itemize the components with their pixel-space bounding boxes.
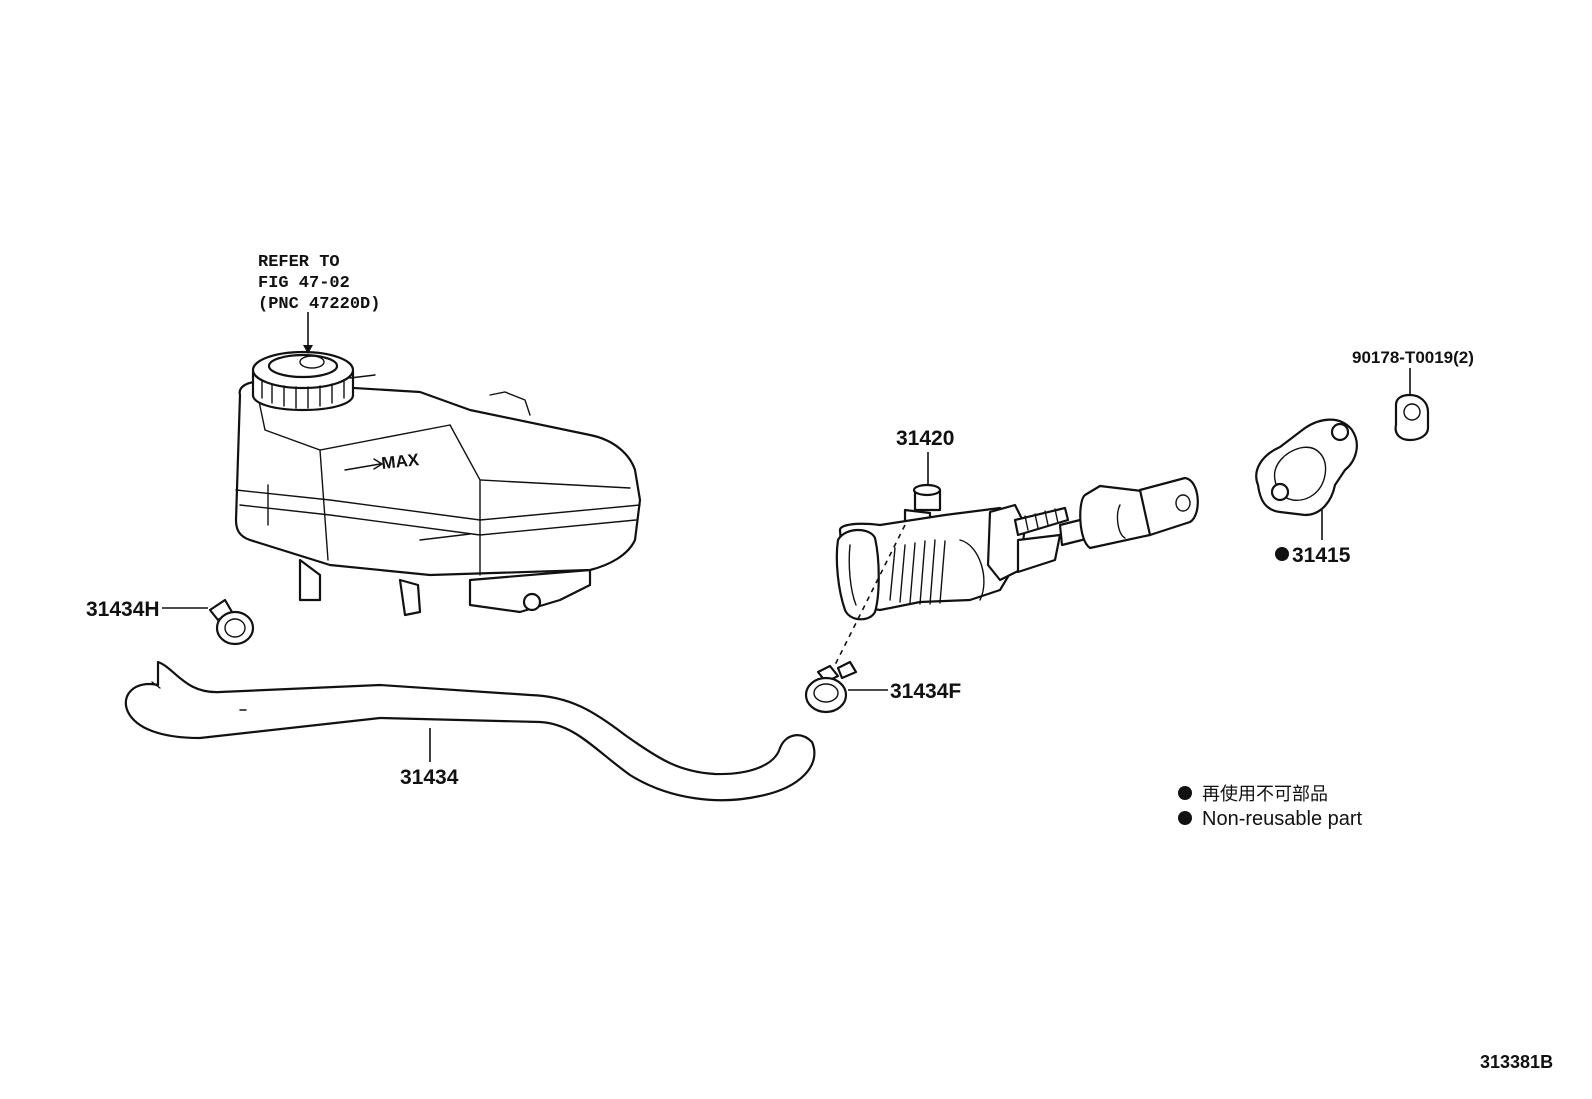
hose-clamp-h xyxy=(208,598,255,646)
callout-31434F: 31434F xyxy=(890,680,961,703)
legend-bullet-en xyxy=(1178,811,1192,825)
refer-note-line3: (PNC 47220D) xyxy=(258,295,380,314)
callout-31434: 31434 xyxy=(400,766,459,789)
clutch-master-cylinder xyxy=(835,476,1199,621)
gasket xyxy=(1255,418,1358,517)
callout-90178: 90178-T0019(2) xyxy=(1352,348,1474,367)
reservoir-tank: MAX xyxy=(234,350,642,617)
legend-jp: 再使用不可部品 xyxy=(1202,784,1328,805)
figure-id: 313381B xyxy=(1480,1052,1553,1072)
non-reusable-bullet xyxy=(1275,547,1289,561)
callout-31420: 31420 xyxy=(896,427,954,450)
legend-en: Non-reusable part xyxy=(1202,808,1363,830)
flange-nut xyxy=(1394,393,1430,442)
callout-31434H: 31434H xyxy=(86,598,160,621)
max-level-mark: MAX xyxy=(380,450,420,473)
legend-bullet-jp xyxy=(1178,786,1192,800)
reservoir-hose xyxy=(124,660,816,802)
hose-clamp-f xyxy=(804,660,858,714)
callout-31415: 31415 xyxy=(1292,544,1351,567)
connection-line xyxy=(834,524,906,666)
refer-note-line2: FIG 47-02 xyxy=(258,274,350,293)
refer-note-line1: REFER TO xyxy=(258,253,340,272)
